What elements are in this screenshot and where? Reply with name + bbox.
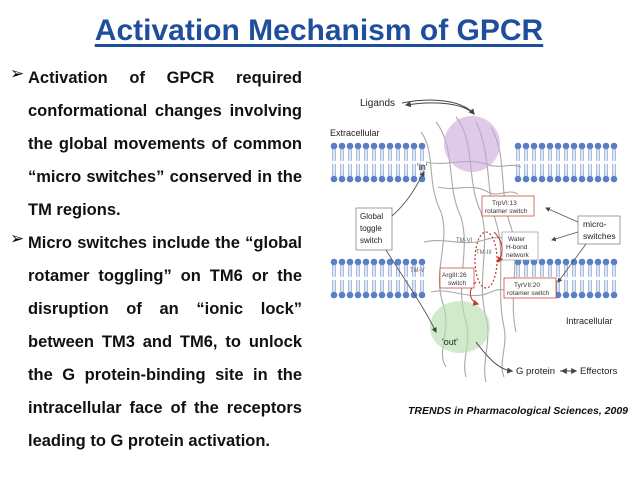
micro-switches-line: switches [583,231,616,241]
tm3-label: TM-III [476,250,492,256]
tyr-line: rotamer switch [507,290,550,297]
arg-line: switch [448,280,466,287]
global-toggle-switch-box: Global toggle switch [355,207,393,251]
trp-line: TrpVI:13 [492,200,517,207]
global-toggle-line: switch [360,236,382,245]
ligand-arrow-back [404,101,475,115]
global-toggle-line: toggle [360,224,382,233]
in-zone [444,116,500,172]
trp-line: rotamer switch [485,208,528,215]
bullet-text: Micro switches include the “global rotam… [28,234,302,450]
in-label: 'in' [417,162,428,172]
figure-caption: TRENDS in Pharmacological Sciences, 2009 [408,405,629,417]
intracellular-label: Intracellular [566,316,613,326]
water-network-label: Water H-bond network [501,231,539,261]
arrow-bullet-icon: ➢ [10,64,25,83]
ligands-label: Ligands [360,98,395,109]
micro-arrow-water [551,231,579,242]
red-arrow [493,231,504,264]
g-protein-label: G protein [516,366,555,377]
micro-switches-box: micro- switches [577,215,621,245]
tyr-switch-label: TyrVII:20 rotamer switch [503,277,557,299]
water-line: H-bond [506,244,528,251]
slide-title-wrap: Activation Mechanism of GPCR [0,14,638,48]
toggle-arrow-down [385,249,437,333]
micro-arrow-tyr [557,243,587,283]
bullet-item: ➢ Micro switches include the “global rot… [10,227,302,458]
bullet-list: ➢ Activation of GPCR required conformati… [10,62,302,458]
arg-switch-label: ArgIII:26 switch [439,267,475,289]
arg-line: ArgIII:26 [442,272,467,279]
gpcr-figure: Ligands Extracellular Intracellular 'in'… [330,98,621,383]
slide-title: Activation Mechanism of GPCR [94,14,544,47]
water-line: Water [508,236,526,243]
micro-arrow-trp [545,207,579,223]
out-zone [430,301,490,353]
trp-switch-label: TrpVI:13 rotamer switch [481,195,535,217]
water-line: network [506,252,530,259]
ionic-lock-ellipse [474,231,498,289]
global-toggle-line: Global [360,212,383,221]
out-to-gprotein-arrow [475,341,514,374]
bullet-text: Activation of GPCR required conformation… [28,69,302,219]
bullet-item: ➢ Activation of GPCR required conformati… [10,62,302,227]
micro-switches-line: micro- [583,219,607,229]
tm5-label: TM-V [410,268,425,274]
toggle-arrow-up [391,171,425,217]
out-label: 'out' [442,337,458,347]
arrow-bullet-icon: ➢ [10,229,25,248]
tyr-line: TyrVII:20 [514,282,540,289]
effectors-label: Effectors [580,366,618,377]
tm6-label: TM-VI [456,238,473,244]
extracellular-label: Extracellular [330,128,380,138]
